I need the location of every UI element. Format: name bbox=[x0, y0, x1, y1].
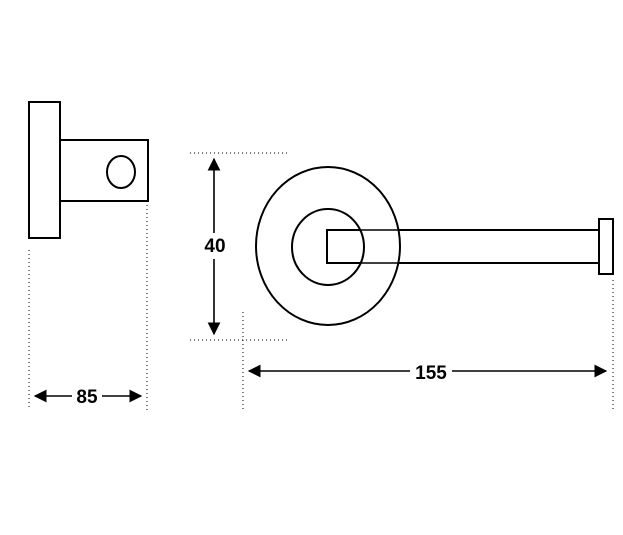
mount-ring bbox=[254, 166, 402, 326]
end-cap bbox=[598, 218, 614, 275]
front-view bbox=[254, 166, 614, 326]
dimension-label-40: 40 bbox=[204, 236, 225, 257]
dimension-label-155: 155 bbox=[415, 363, 447, 384]
dimension-label-85: 85 bbox=[76, 387, 98, 408]
length-dimension: 155 bbox=[242, 280, 614, 410]
arm-hole bbox=[106, 155, 136, 189]
wall-plate bbox=[28, 101, 61, 239]
height-dimension: 40 bbox=[190, 152, 288, 341]
depth-dimension: 85 bbox=[28, 205, 148, 410]
side-view bbox=[28, 101, 149, 239]
